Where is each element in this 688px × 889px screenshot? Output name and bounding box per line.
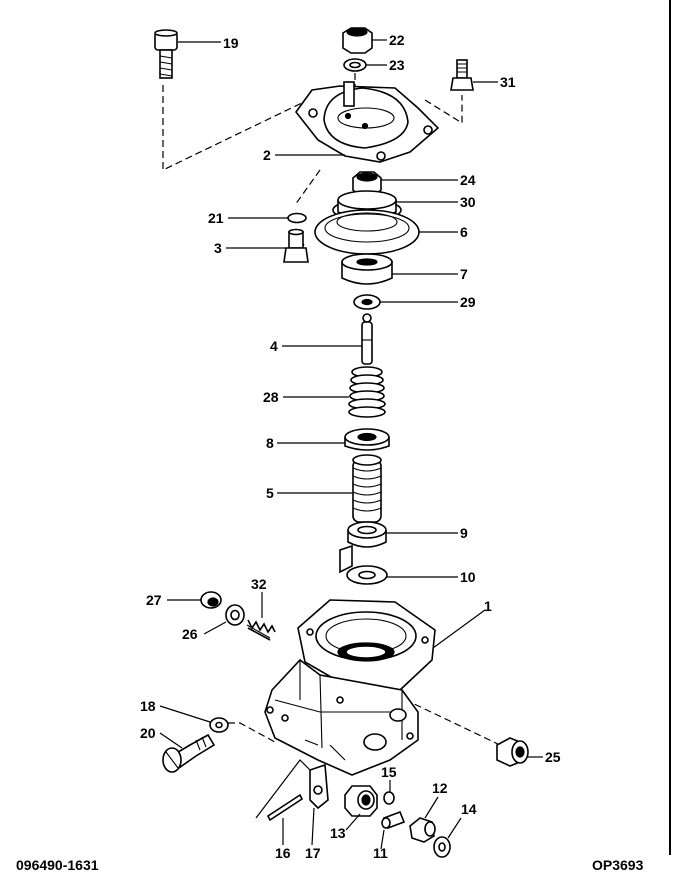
callout-15: 15 [381,764,397,780]
part-16-pin [266,793,304,822]
diagram-code: OP3693 [592,857,644,873]
part-6-diaphragm [314,209,420,255]
callout-12: 12 [432,780,448,796]
callout-17: 17 [305,845,321,861]
part-25-bolt [496,737,529,767]
callout-10: 10 [460,569,476,585]
callout-21: 21 [208,210,224,226]
part-28-spring [348,366,386,418]
callout-25: 25 [545,749,561,765]
part-14-washer [433,836,451,858]
callout-30: 30 [460,194,476,210]
part-19-bolt [154,29,178,79]
part-10-bracket [339,544,388,585]
part-23-washer [343,58,367,72]
part-12-plug [409,817,436,843]
part-20-bolt [162,733,216,773]
part-22-nut [342,27,373,54]
callout-6: 6 [460,224,468,240]
part-11-pin [381,810,406,830]
part-7-piston [341,253,393,285]
callout-32: 32 [251,576,267,592]
part-9-ring [347,521,387,548]
part-29-washer [353,294,381,310]
part-15-o-ring [383,791,395,805]
part-4-pin [361,313,373,365]
callout-26: 26 [182,626,198,642]
callout-20: 20 [140,725,156,741]
callout-22: 22 [389,32,405,48]
callout-27: 27 [146,592,162,608]
callout-4: 4 [270,338,278,354]
callout-7: 7 [460,266,468,282]
callout-14: 14 [461,801,477,817]
callout-19: 19 [223,35,239,51]
callout-28: 28 [263,389,279,405]
callout-31: 31 [500,74,516,90]
part-26-washer [225,604,245,626]
callout-1: 1 [484,598,492,614]
callout-16: 16 [275,845,291,861]
part-21-o-ring [287,212,307,224]
part-3-plug [283,228,309,263]
callout-18: 18 [140,698,156,714]
callout-5: 5 [266,485,274,501]
callout-13: 13 [330,825,346,841]
callout-23: 23 [389,57,405,73]
part-13-nut [344,785,378,817]
callout-9: 9 [460,525,468,541]
callout-24: 24 [460,172,476,188]
part-1-body [264,599,436,776]
callout-29: 29 [460,294,476,310]
part-32-spring [246,619,276,641]
callout-labels: 19 22 23 31 2 24 30 21 6 3 7 29 4 28 8 5… [140,32,561,861]
drawing-number: 096490-1631 [16,857,99,873]
callout-8: 8 [266,435,274,451]
part-8-seat [344,428,390,451]
callout-3: 3 [214,240,222,256]
part-17-clip [309,763,329,810]
part-24-nut [352,171,382,197]
callout-2: 2 [263,147,271,163]
part-5-spring [352,454,382,523]
callout-11: 11 [373,845,388,861]
part-18-washer [209,717,229,733]
part-31-fitting [450,59,474,91]
leader-lines [159,39,543,850]
part-2-cover [294,81,440,163]
part-27-plug [200,591,222,609]
